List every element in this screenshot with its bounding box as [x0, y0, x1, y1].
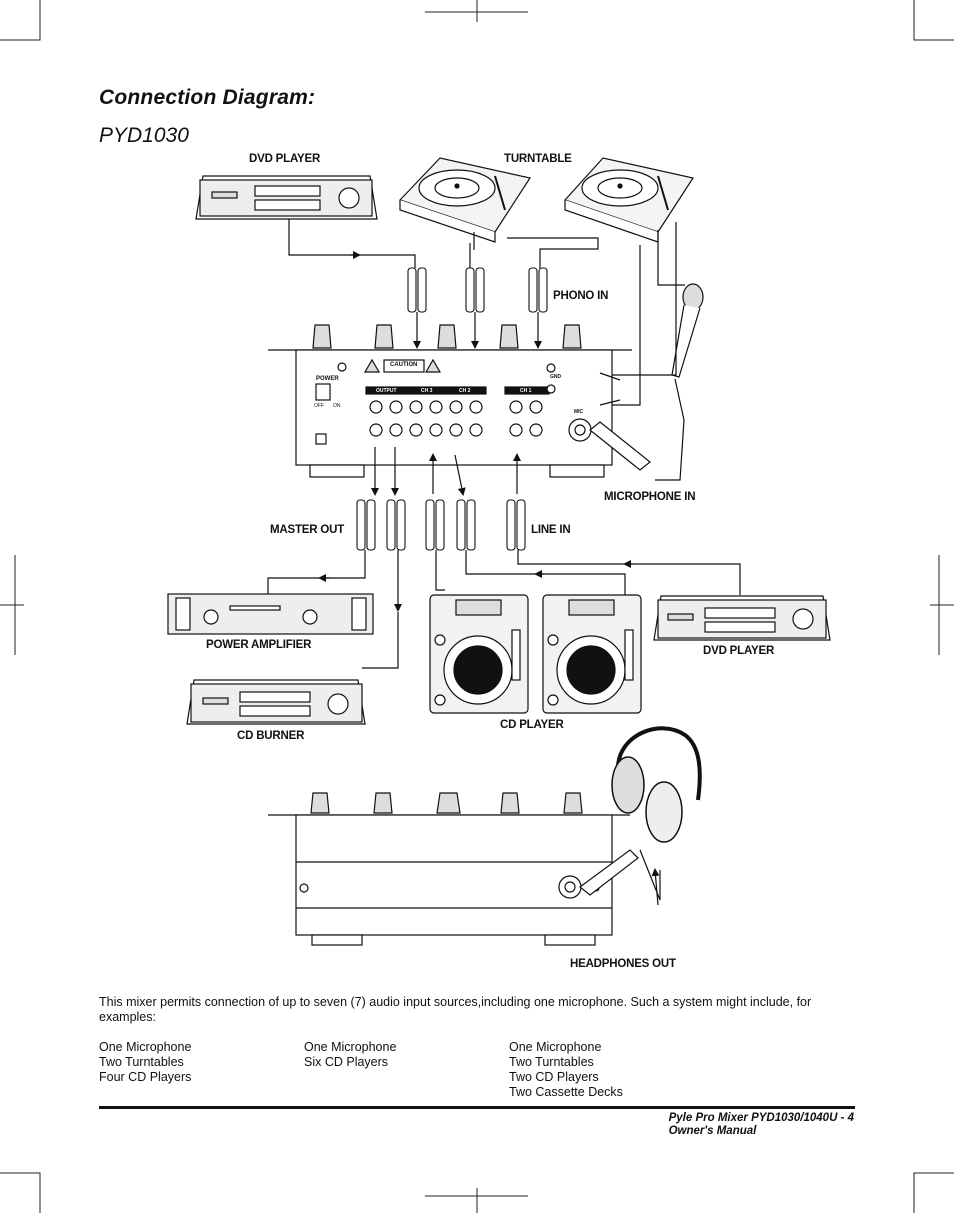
- panel-ch2: CH 2: [459, 388, 471, 394]
- label-phono-in: PHONO IN: [553, 290, 609, 302]
- example-item: Four CD Players: [99, 1070, 192, 1084]
- example-item: One Microphone: [304, 1040, 397, 1054]
- rca-plugs-top: [407, 267, 548, 313]
- model-name: PYD1030: [99, 124, 189, 147]
- example-item: One Microphone: [99, 1040, 192, 1054]
- example-item: Two Cassette Decks: [509, 1085, 623, 1099]
- panel-mic: MIC: [574, 409, 584, 415]
- page-title: Connection Diagram:: [99, 86, 316, 109]
- label-dvd-player-top: DVD PLAYER: [249, 153, 321, 165]
- turntable-right-device: [563, 157, 694, 243]
- example-item: Two Turntables: [99, 1055, 184, 1069]
- example-item: One Microphone: [509, 1040, 602, 1054]
- label-headphones-out: HEADPHONES OUT: [570, 958, 676, 970]
- label-cd-player: CD PLAYER: [500, 719, 564, 731]
- phono-arrows: [413, 312, 542, 349]
- label-power-amplifier: POWER AMPLIFIER: [206, 639, 312, 651]
- bottom-cables: [267, 550, 741, 669]
- power-amplifier-device: [167, 593, 374, 635]
- example-column-2: One Microphone Six CD Players: [304, 1040, 396, 1070]
- label-dvd-player-right: DVD PLAYER: [703, 645, 775, 657]
- panel-gnd: GND: [550, 374, 562, 380]
- label-microphone-in: MICROPHONE IN: [604, 491, 696, 503]
- mixer-front-device: [268, 792, 639, 946]
- intro-text: This mixer permits connection of up to s…: [99, 995, 812, 1024]
- footer-line-2: Owner's Manual: [668, 1125, 757, 1137]
- label-cd-burner: CD BURNER: [237, 730, 305, 742]
- panel-ch3: CH 3: [421, 388, 433, 394]
- cd-player-right-device: [542, 594, 642, 714]
- mic-plug: [589, 372, 651, 471]
- panel-power: POWER: [316, 376, 339, 382]
- example-item: Two CD Players: [509, 1070, 599, 1084]
- panel-off: OFF: [314, 403, 324, 409]
- rca-plugs-bottom: [356, 499, 526, 551]
- dvd-player-right-device: [653, 595, 831, 641]
- headphones-device: [611, 726, 702, 843]
- footer-line-1: Pyle Pro Mixer PYD1030/1040U - 4: [668, 1112, 854, 1124]
- panel-caution: CAUTION: [390, 362, 418, 368]
- cd-player-left-device: [429, 594, 529, 714]
- panel-ch1: CH 1: [520, 388, 532, 394]
- turntable-left-device: [398, 157, 531, 243]
- panel-on: ON: [333, 403, 341, 409]
- headphones-cable: [639, 849, 661, 906]
- example-item: Six CD Players: [304, 1055, 389, 1069]
- footer: Pyle Pro Mixer PYD1030/1040U - 4 Owner's…: [669, 1112, 854, 1138]
- label-master-out: MASTER OUT: [270, 524, 345, 536]
- example-column-1: One Microphone Two Turntables Four CD Pl…: [99, 1040, 191, 1085]
- top-cables: [288, 219, 685, 481]
- label-turntable: TURNTABLE: [504, 153, 572, 165]
- label-line-in: LINE IN: [531, 524, 571, 536]
- microphone-device: [671, 283, 704, 378]
- output-arrows: [371, 447, 521, 496]
- panel-output: OUTPUT: [376, 388, 397, 394]
- example-column-3: One Microphone Two Turntables Two CD Pla…: [509, 1040, 623, 1100]
- cd-burner-device: [186, 679, 366, 725]
- footer-rule: [99, 1106, 855, 1109]
- dvd-player-top-device: [195, 175, 378, 220]
- mixer-rear-device: [268, 324, 632, 478]
- example-item: Two Turntables: [509, 1055, 594, 1069]
